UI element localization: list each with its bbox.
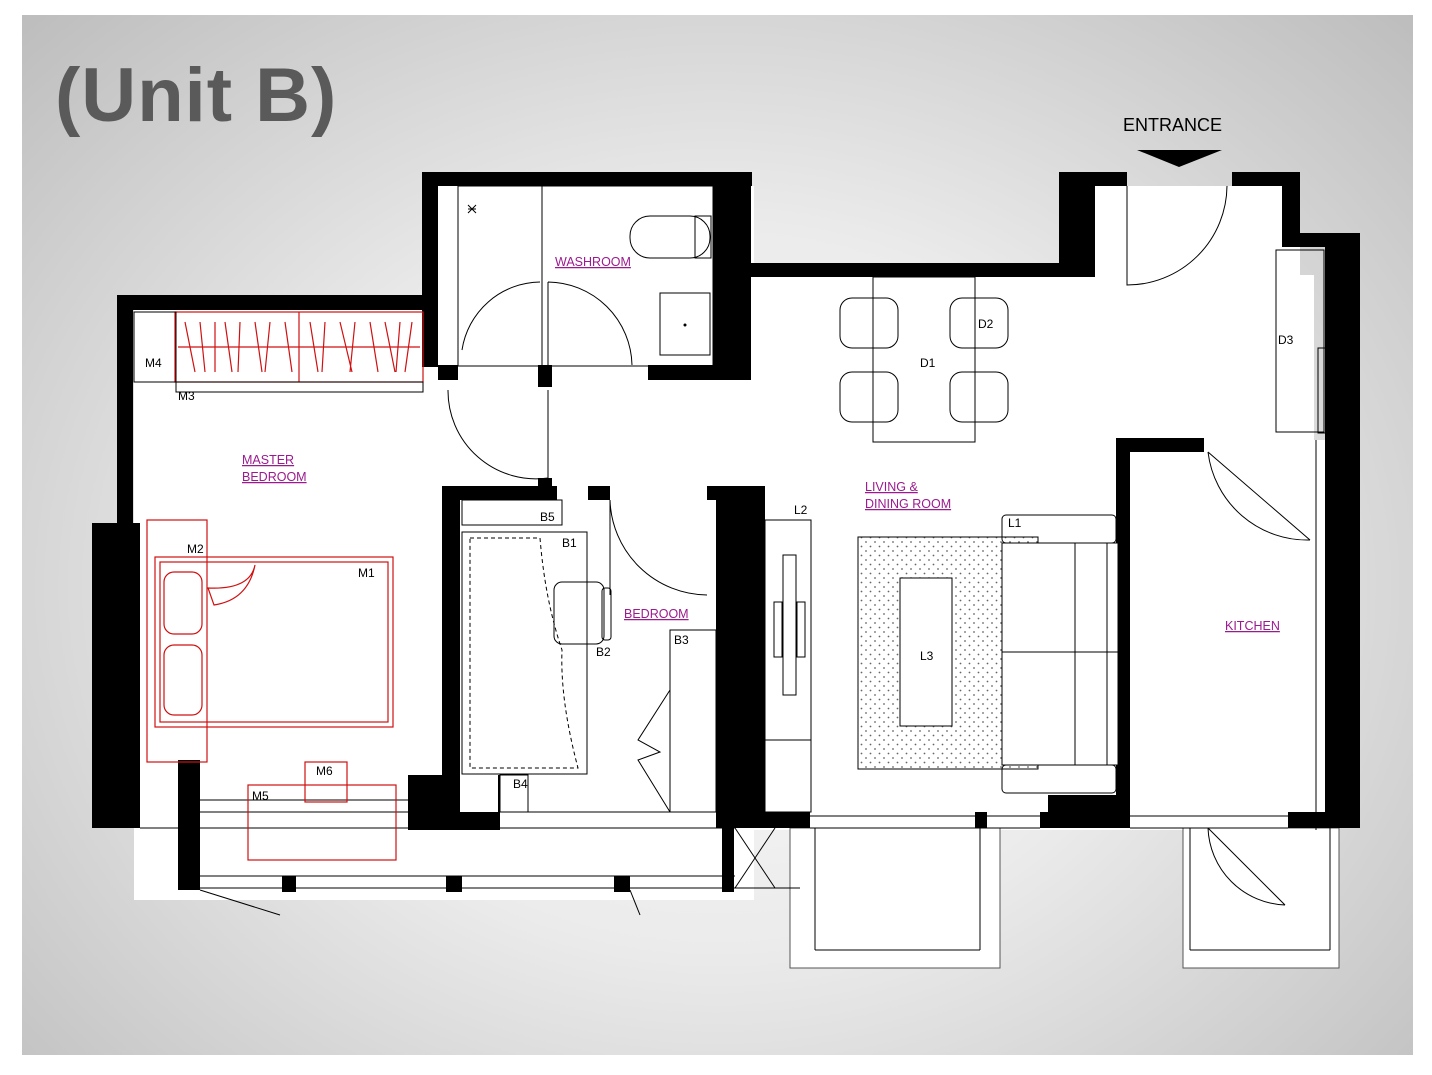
entrance-arrow-icon [1137,150,1222,167]
furniture-label-b5: B5 [540,510,555,524]
master-bedroom-furniture [133,311,424,861]
furniture-label-l3: L3 [920,649,934,663]
furniture-label-b4: B4 [513,777,528,791]
room-label-washroom: WASHROOM [555,255,631,269]
furniture-label-m1: M1 [358,566,375,580]
furniture-labels: M1 M2 M3 M4 M5 M6 B1 B2 B3 B4 B5 D1 D2 D… [145,317,1294,803]
walls [92,172,1360,892]
furniture-label-d2: D2 [978,317,994,331]
furniture-label-m3: M3 [178,389,195,403]
furniture-label-l1: L1 [1008,516,1022,530]
furniture-label-b1: B1 [562,536,577,550]
room-label-living-line2: DINING ROOM [865,497,951,511]
room-label-master-bedroom-line1: MASTER [242,453,294,467]
dining-furniture [839,249,1327,443]
room-label-living-line1: LIVING & [865,480,918,494]
furniture-label-b3: B3 [674,633,689,647]
windows [140,440,1331,951]
furniture-label-d3: D3 [1278,333,1294,347]
living-furniture [764,514,1119,813]
furniture-label-m2: M2 [187,542,204,556]
furniture-label-m5: M5 [252,789,269,803]
furniture-label-l2: L2 [794,503,808,517]
bedroom-furniture [461,499,717,813]
doors [447,185,1311,906]
room-label-kitchen: KITCHEN [1225,619,1280,633]
room-label-master-bedroom-line2: BEDROOM [242,470,307,484]
furniture-label-m6: M6 [316,764,333,778]
furniture-label-m4: M4 [145,356,162,370]
room-labels: WASHROOM MASTER BEDROOM BEDROOM LIVING &… [242,255,1280,633]
furniture-label-b2: B2 [596,645,611,659]
entrance-label: ENTRANCE [1123,115,1222,135]
unit-title: (Unit B) [55,53,338,138]
room-label-bedroom: BEDROOM [624,607,689,621]
washroom-fixtures [457,185,714,367]
furniture-label-d1: D1 [920,356,936,370]
